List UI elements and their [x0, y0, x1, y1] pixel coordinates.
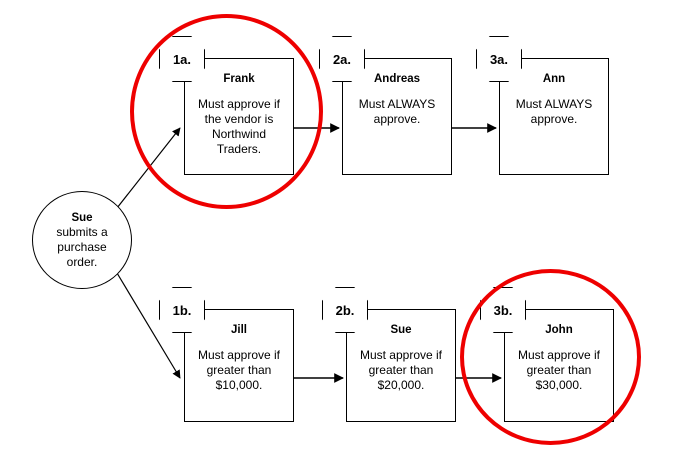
node-description-2b: Must approve if greater than $20,000.	[359, 348, 443, 392]
node-title-1b: Jill	[231, 324, 247, 336]
step-badge-2a[interactable]: 2a.	[319, 36, 365, 82]
node-title-3b: John	[545, 324, 573, 336]
step-badge-label-3b: 3b.	[493, 302, 513, 318]
node-title-3a: Ann	[542, 73, 566, 85]
start-node-description: submits a purchase order.	[56, 224, 108, 269]
step-badge-3b[interactable]: 3b.	[480, 287, 526, 333]
step-badge-label-3a: 3a.	[489, 51, 509, 67]
step-badge-1a[interactable]: 1a.	[159, 36, 205, 82]
step-badge-label-2b: 2b.	[335, 302, 355, 318]
step-badge-1b[interactable]: 1b.	[159, 287, 205, 333]
process-node-3b[interactable]: John Must approve if greater than $30,00…	[504, 309, 614, 422]
node-title-2b: Sue	[390, 324, 412, 336]
node-description-3a: Must ALWAYS approve.	[515, 97, 593, 126]
step-badge-3a[interactable]: 3a.	[476, 36, 522, 82]
process-node-3a[interactable]: Ann Must ALWAYS approve.	[499, 58, 609, 175]
process-node-1a[interactable]: Frank Must approve if the vendor is Nort…	[184, 58, 294, 175]
process-node-2a[interactable]: Andreas Must ALWAYS approve.	[342, 58, 452, 175]
node-description-1a: Must approve if the vendor is Northwind …	[197, 97, 281, 156]
start-node-title: Sue	[71, 211, 93, 224]
step-badge-label-1a: 1a.	[172, 51, 192, 67]
step-badge-label-2a: 2a.	[332, 51, 352, 67]
node-title-1a: Frank	[223, 73, 255, 85]
start-node-sue[interactable]: Sue submits a purchase order.	[32, 191, 132, 289]
node-description-1b: Must approve if greater than $10,000.	[197, 348, 281, 392]
step-badge-2b[interactable]: 2b.	[322, 287, 368, 333]
node-title-2a: Andreas	[373, 73, 421, 85]
node-description-3b: Must approve if greater than $30,000.	[517, 348, 601, 392]
connector-start-to-1b	[116, 272, 181, 379]
process-node-2b[interactable]: Sue Must approve if greater than $20,000…	[346, 309, 456, 422]
node-description-2a: Must ALWAYS approve.	[358, 97, 436, 126]
process-node-1b[interactable]: Jill Must approve if greater than $10,00…	[184, 309, 294, 422]
connector-start-to-1a	[116, 127, 181, 209]
step-badge-label-1b: 1b.	[172, 302, 192, 318]
